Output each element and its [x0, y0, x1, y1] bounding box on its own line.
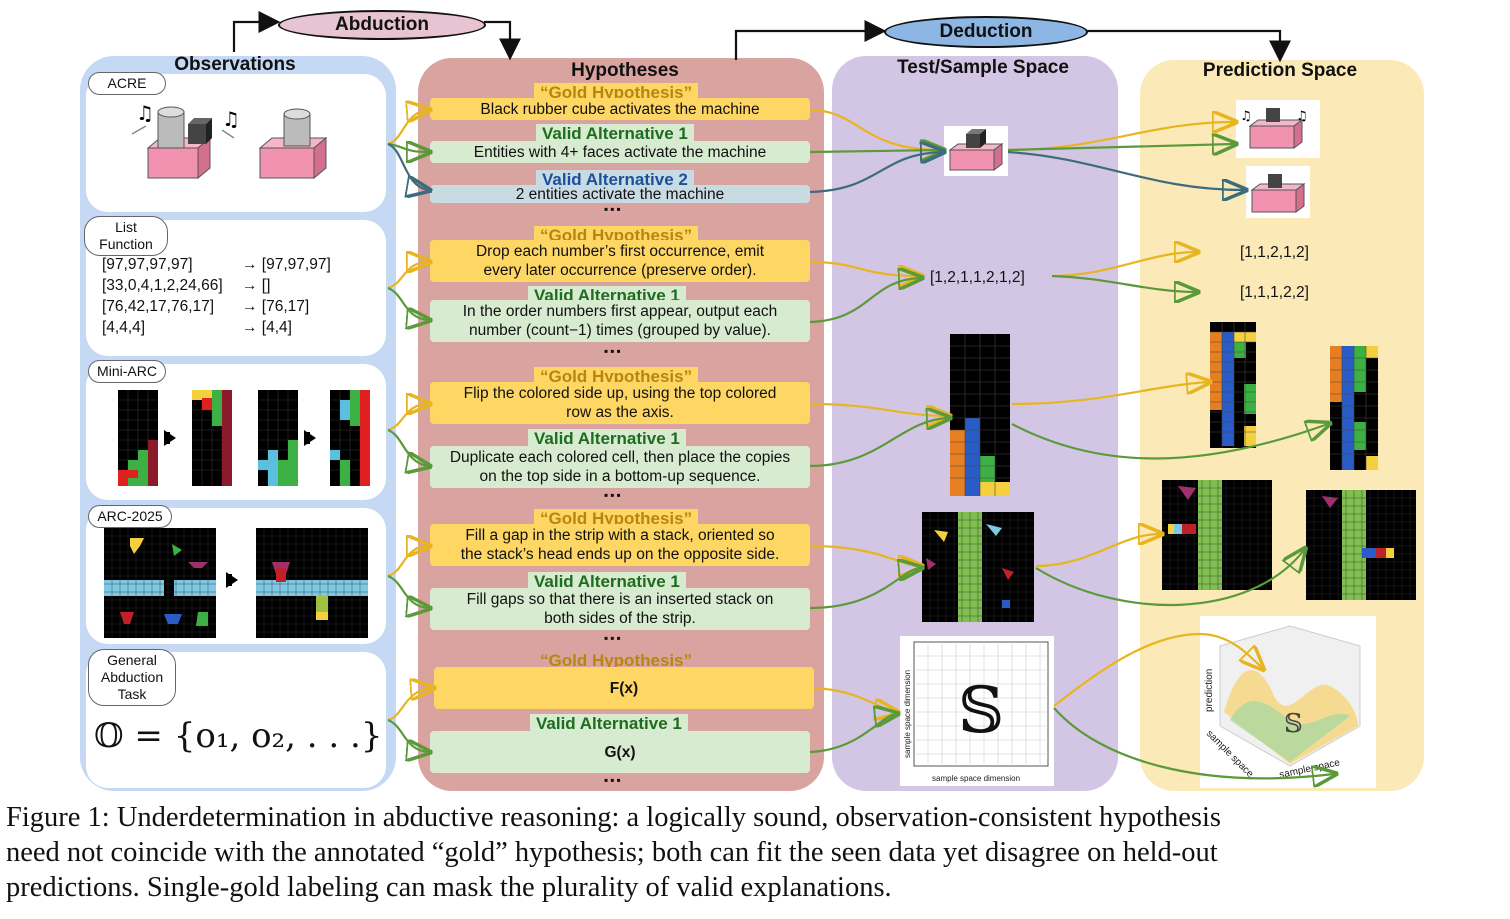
miniarc-gold-line2: row as the axis. — [566, 404, 674, 421]
miniarc-gold-hypothesis: Flip the colored side up, using the top … — [430, 382, 810, 424]
arc-gold-label: “Gold Hypothesis” — [534, 509, 699, 528]
acre-alt1-hypothesis: Entities with 4+ faces activate the mach… — [430, 141, 810, 163]
connector-arrows — [387, 0, 1510, 800]
acre-gold-label: “Gold Hypothesis” — [534, 83, 699, 102]
acre-alt2-hypothesis: 2 entities activate the machine — [430, 185, 810, 203]
svg-text:♫: ♫ — [222, 107, 240, 131]
miniarc-prediction-alt — [1330, 346, 1378, 470]
acre-ellipsis: ▪▪▪ — [604, 202, 623, 216]
general-gold-formula: F(x) — [609, 679, 639, 697]
caption-line-2: need not coincide with the annotated “go… — [6, 837, 1218, 868]
miniarc-gold-label: “Gold Hypothesis” — [534, 367, 699, 386]
arc-gold-line1: Fill a gap in the strip with a stack, or… — [465, 527, 775, 544]
caption-line-1: Figure 1: Underdetermination in abductiv… — [6, 802, 1221, 833]
miniarc-gold-line1: Flip the colored side up, using the top … — [463, 385, 777, 402]
mini-arc-tag: Mini-ARC — [88, 360, 166, 383]
arc-ellipsis: ▪▪▪ — [604, 631, 623, 645]
acre-alt2-label: Valid Alternative 2 — [536, 170, 694, 189]
miniarc-alt1-label: Valid Alternative 1 — [528, 429, 686, 448]
svg-text:𝕊: 𝕊 — [958, 674, 1004, 748]
list-row-3-output: → [76,17] — [242, 298, 310, 315]
general-gold-hypothesis: F(x) — [434, 667, 814, 709]
list-row-1-output: → [97,97,97] — [242, 256, 331, 273]
arc-alt1-label: Valid Alternative 1 — [528, 572, 686, 591]
list-prediction-alt: [1,1,1,2,2] — [1240, 284, 1309, 301]
svg-text:♫: ♫ — [1240, 109, 1252, 124]
list-alt1-line1: In the order numbers first appear, outpu… — [462, 303, 778, 320]
list-gold-hypothesis: Drop each number’s first occurrence, emi… — [430, 240, 810, 282]
list-row-1-input: [97,97,97,97] — [102, 256, 193, 273]
figure-caption: Figure 1: Underdetermination in abductiv… — [6, 800, 1506, 905]
list-row-2-output: → [] — [242, 277, 271, 294]
general-formula: 𝕆 = {o₁, o₂, . . .} — [94, 716, 383, 756]
miniarc-alt1-line2: on the top side in a bottom-up sequence. — [479, 468, 761, 485]
arc-2025-tag: ARC-2025 — [88, 505, 172, 528]
list-alt1-hypothesis: In the order numbers first appear, outpu… — [430, 300, 810, 342]
arc-prediction-alt — [1306, 490, 1416, 600]
acre-panel — [86, 74, 386, 212]
arc-prediction-gold — [1162, 480, 1272, 590]
acre-test-image — [944, 126, 1008, 176]
arc-gold-hypothesis: Fill a gap in the strip with a stack, or… — [430, 524, 810, 566]
list-prediction-gold: [1,1,2,1,2] — [1240, 244, 1309, 261]
general-ellipsis: ▪▪▪ — [604, 773, 623, 787]
general-gold-label: “Gold Hypothesis” — [540, 651, 693, 670]
list-row-4-input: [4,4,4] — [102, 319, 146, 336]
list-row-3-input: [76,42,17,76,17] — [102, 298, 215, 315]
acre-prediction-alt — [1246, 166, 1310, 218]
general-tag-line3: Task — [117, 686, 147, 702]
plot-xlabel: sample space dimension — [932, 774, 1020, 783]
plot-ylabel: sample space dimension — [903, 670, 912, 758]
general-alt1-label: Valid Alternative 1 — [530, 714, 688, 733]
list-function-tag: List Function — [84, 216, 168, 256]
general-tag-line1: General — [107, 652, 157, 668]
svg-text:♫: ♫ — [1296, 109, 1308, 124]
acre-gold-hypothesis: Black rubber cube activates the machine — [430, 98, 810, 120]
list-gold-line1: Drop each number’s first occurrence, emi… — [475, 243, 764, 260]
arc-alt1-line2: both sides of the strip. — [544, 610, 696, 627]
acre-alt1-label: Valid Alternative 1 — [536, 124, 694, 143]
hypotheses-title: Hypotheses — [571, 60, 679, 81]
sample-space-plot: 𝕊 sample space dimension sample space di… — [900, 636, 1054, 786]
miniarc-prediction-gold — [1210, 322, 1256, 448]
test-space-title: Test/Sample Space — [897, 57, 1069, 78]
miniarc-ellipsis: ▪▪▪ — [604, 488, 623, 502]
list-row-2-input: [33,0,4,1,2,24,66] — [102, 277, 223, 294]
surface-zlabel: prediction — [1204, 669, 1215, 712]
prediction-surface-plot: 𝕊 prediction sample space sample space — [1200, 616, 1376, 788]
acre-tag: ACRE — [88, 72, 166, 95]
mini-arc-observation-image — [118, 390, 370, 486]
deduction-label: Deduction — [884, 16, 1088, 48]
arc-2025-observation-image — [104, 528, 368, 638]
svg-text:𝕊: 𝕊 — [1284, 709, 1303, 739]
caption-line-3: predictions. Single-gold labeling can ma… — [6, 872, 892, 903]
arc-alt1-line1: Fill gaps so that there is an inserted s… — [466, 591, 774, 608]
list-row-4-output: → [4,4] — [242, 319, 292, 336]
arc-gold-line2: the stack’s head ends up on the opposite… — [460, 546, 780, 563]
arc-test-image — [922, 512, 1034, 622]
general-alt1-hypothesis: G(x) — [430, 731, 810, 773]
general-tag-line2: Abduction — [100, 669, 164, 685]
svg-text:♫: ♫ — [136, 101, 154, 125]
list-test-input: [1,2,1,1,2,1,2] — [930, 269, 1025, 286]
list-gold-line2: every later occurrence (preserve order). — [483, 262, 757, 279]
miniarc-test-image — [950, 334, 1010, 496]
list-function-tag-line2: Function — [99, 236, 153, 252]
acre-prediction-gold: ♫ ♫ — [1236, 100, 1320, 158]
prediction-space-title: Prediction Space — [1202, 60, 1358, 81]
list-function-tag-line1: List — [115, 219, 137, 235]
header-arrows — [232, 11, 1291, 63]
general-task-tag: General Abduction Task — [88, 649, 176, 706]
list-alt1-line2: number (count−1) times (grouped by value… — [469, 322, 771, 339]
miniarc-alt1-line1: Duplicate each colored cell, then place … — [449, 449, 791, 466]
list-ellipsis: ▪▪▪ — [604, 344, 623, 358]
general-alt1-formula: G(x) — [604, 743, 636, 761]
arc-alt1-hypothesis: Fill gaps so that there is an inserted s… — [430, 588, 810, 630]
observations-title: Observations — [174, 54, 296, 75]
acre-observation-image: ♫ ♫ — [131, 101, 328, 180]
miniarc-alt1-hypothesis: Duplicate each colored cell, then place … — [430, 446, 810, 488]
